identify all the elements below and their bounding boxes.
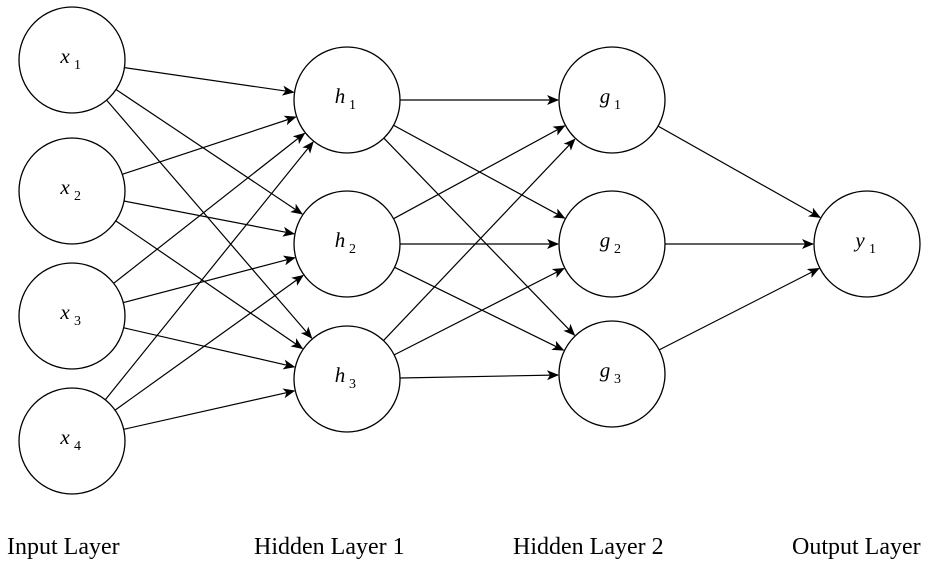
node-label-x1: x (59, 44, 70, 68)
node-circle-g1 (558, 46, 666, 154)
edge-h1-to-g3 (383, 137, 576, 336)
node-subscript-x3: 3 (74, 314, 81, 329)
edge-g1-to-y1 (657, 125, 821, 218)
edge-x4-to-h1 (104, 141, 314, 401)
connections-group (104, 67, 821, 430)
edge-x2-to-h2 (123, 200, 295, 237)
node-label-y1: y (853, 228, 865, 252)
node-subscript-x4: 4 (74, 439, 81, 454)
node-label-h1: h (335, 84, 346, 108)
layer-label-output: Output Layer (792, 534, 921, 560)
node-subscript-y1: 1 (869, 242, 876, 257)
node-subscript-g2: 2 (614, 242, 621, 257)
layer-label-input: Input Layer (7, 534, 120, 560)
node-circle-y1 (813, 190, 921, 298)
edge-h3-to-g2 (393, 267, 565, 356)
node-subscript-g3: 3 (614, 372, 621, 387)
node-subscript-h3: 3 (349, 377, 356, 392)
layer-label-hidden-1: Hidden Layer 1 (254, 534, 405, 560)
node-label-x3: x (59, 300, 70, 324)
node-label-h3: h (335, 363, 346, 387)
node-circle-x2 (18, 137, 126, 245)
node-circle-h3 (293, 325, 401, 433)
edge-x1-to-h1 (124, 67, 295, 96)
node-circle-x4 (18, 387, 126, 495)
node-label-g3: g (600, 358, 611, 382)
edge-x4-to-h3 (123, 388, 296, 430)
edge-x3-to-h1 (113, 132, 306, 284)
node-circle-x3 (18, 262, 126, 370)
node-subscript-g1: 1 (614, 98, 621, 113)
node-subscript-x2: 2 (74, 189, 81, 204)
edge-x1-to-h3 (106, 99, 313, 339)
node-circle-g3 (558, 320, 666, 428)
edge-g3-to-y1 (658, 267, 820, 351)
node-circle-h1 (293, 46, 401, 154)
node-label-g1: g (600, 84, 611, 108)
node-label-x4: x (59, 425, 70, 449)
edge-h2-to-g1 (393, 125, 566, 220)
edge-x2-to-h1 (122, 115, 297, 175)
edge-x1-to-h2 (115, 89, 303, 215)
node-circle-x1 (18, 6, 126, 114)
edge-x3-to-h3 (123, 327, 296, 370)
node-circle-g2 (558, 190, 666, 298)
node-subscript-x1: 1 (74, 58, 81, 73)
edge-h2-to-g3 (394, 266, 565, 351)
node-label-x2: x (59, 175, 70, 199)
node-circle-h2 (293, 190, 401, 298)
edge-x4-to-h2 (114, 274, 304, 411)
node-subscript-h2: 2 (349, 242, 356, 257)
node-subscript-h1: 1 (349, 98, 356, 113)
edge-h3-to-g1 (383, 138, 576, 342)
edge-h3-to-g3 (399, 370, 559, 381)
edge-x2-to-h3 (115, 220, 304, 350)
edge-x3-to-h2 (123, 255, 296, 304)
node-label-g2: g (600, 228, 611, 252)
layer-label-hidden-2: Hidden Layer 2 (513, 534, 664, 560)
node-label-h2: h (335, 228, 346, 252)
